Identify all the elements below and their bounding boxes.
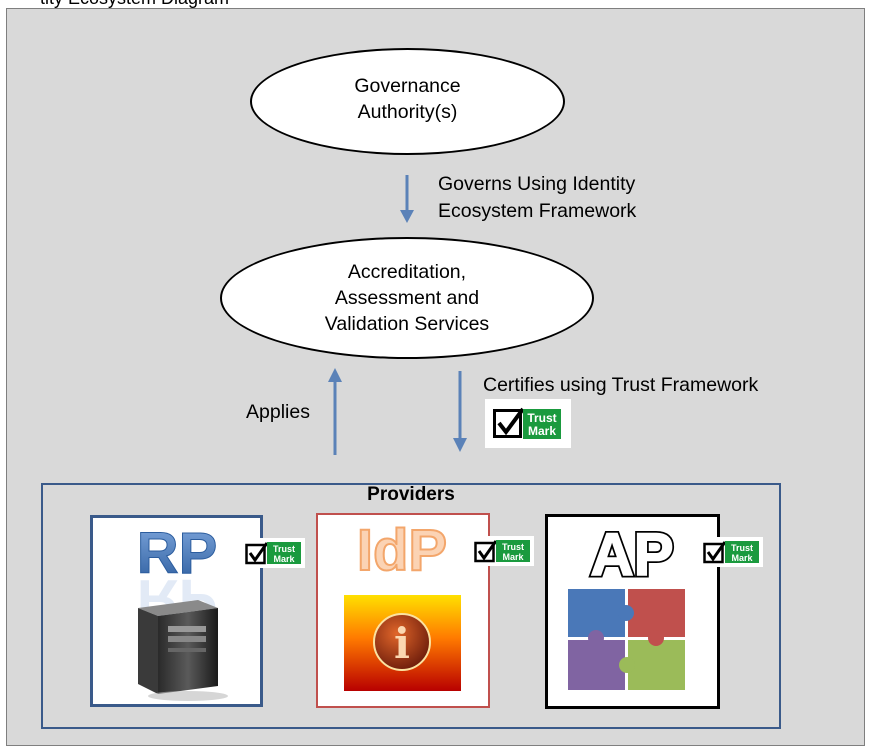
applies-label: Applies bbox=[246, 401, 310, 423]
trustmark-badge-certifies: Trust Mark bbox=[485, 399, 571, 448]
accreditation-line-2: Assessment and bbox=[334, 287, 480, 309]
providers-container bbox=[41, 483, 781, 729]
svg-text:Mark: Mark bbox=[273, 554, 295, 564]
title-fragment: tity Ecosystem Diagram bbox=[0, 0, 870, 8]
governs-label: Governs Using Identity Ecosystem Framewo… bbox=[438, 173, 637, 222]
svg-text:Trust: Trust bbox=[502, 542, 524, 552]
accreditation-line-3: Validation Services bbox=[324, 313, 490, 335]
certifies-label: Certifies using Trust Framework bbox=[483, 374, 759, 396]
accreditation-line-1: Accreditation, bbox=[347, 261, 467, 283]
svg-text:Mark: Mark bbox=[502, 552, 524, 562]
svg-text:Mark: Mark bbox=[528, 424, 556, 438]
governance-line-2: Authority(s) bbox=[357, 100, 458, 123]
svg-text:i: i bbox=[394, 619, 410, 668]
providers-title: Providers bbox=[367, 484, 455, 505]
governance-authority-node: Governance Authority(s) bbox=[250, 48, 565, 155]
governs-arrow bbox=[400, 175, 414, 223]
ap-card: AP AP bbox=[545, 514, 720, 709]
rp-card: RP RP bbox=[90, 515, 263, 707]
svg-text:Trust: Trust bbox=[731, 543, 753, 553]
trustmark-badge-idp: Trust Mark bbox=[472, 536, 534, 566]
idp-card: IdP i bbox=[316, 513, 490, 708]
trustmark-badge-rp: Trust Mark bbox=[243, 538, 305, 568]
svg-text:AP: AP bbox=[590, 521, 673, 588]
certifies-arrow bbox=[453, 371, 467, 452]
svg-text:Mark: Mark bbox=[731, 553, 753, 563]
svg-text:Trust: Trust bbox=[527, 411, 556, 425]
svg-text:Trust: Trust bbox=[273, 544, 295, 554]
rp-label: RP bbox=[137, 521, 218, 586]
server-icon bbox=[138, 600, 228, 701]
puzzle-icon bbox=[568, 589, 685, 690]
trustmark-badge-ap: Trust Mark bbox=[701, 537, 763, 567]
governance-line-1: Governance bbox=[354, 74, 461, 97]
info-icon bbox=[373, 613, 431, 671]
idp-label: IdP bbox=[357, 518, 447, 583]
ap-label: AP bbox=[590, 521, 673, 588]
applies-arrow bbox=[328, 368, 342, 455]
accreditation-services-node: Accreditation, Assessment and Validation… bbox=[220, 237, 594, 359]
